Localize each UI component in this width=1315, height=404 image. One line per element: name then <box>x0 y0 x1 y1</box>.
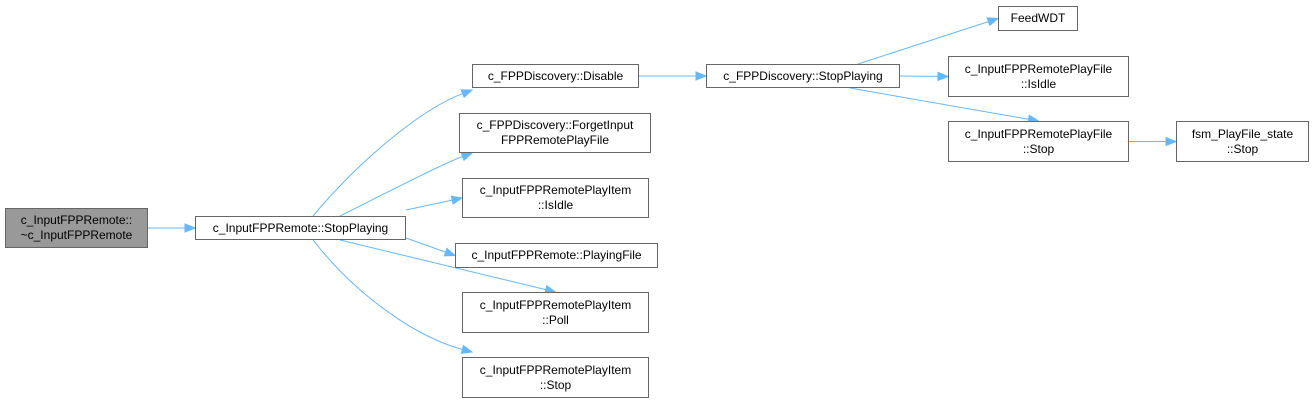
node-file-isidle[interactable]: c_InputFPPRemotePlayFile ::IsIdle <box>948 56 1129 97</box>
edge-stop_playing-to-playing_file <box>405 237 446 253</box>
arrowhead-icon <box>937 71 950 82</box>
node-label-line: ::IsIdle <box>1020 76 1057 91</box>
node-label-line: c_InputFPPRemotePlayItem <box>479 362 632 377</box>
node-disc-disable[interactable]: c_FPPDiscovery::Disable <box>472 64 639 88</box>
node-label-line: c_FPPDiscovery::StopPlaying <box>723 68 883 83</box>
node-label-line: c_FPPDiscovery::Disable <box>487 68 624 83</box>
edge-stop_playing-to-item_poll <box>339 239 546 291</box>
node-label-line: ::Stop <box>1226 141 1259 156</box>
node-label-line: c_InputFPPRemotePlayItem <box>479 297 632 312</box>
edge-disc_stopplaying-to-file_stop <box>849 87 1029 120</box>
node-label-line: c_InputFPPRemote::PlayingFile <box>471 248 642 262</box>
node-root-destructor: c_InputFPPRemote:: ~c_InputFPPRemote <box>5 208 148 248</box>
node-feedwdt[interactable]: FeedWDT <box>998 6 1078 31</box>
edge-disc_stopplaying-to-feedwdt <box>857 21 989 65</box>
arrowhead-icon <box>184 223 197 233</box>
node-label-line: FeedWDT <box>1010 11 1066 25</box>
node-label-line: ::Stop <box>1022 141 1055 156</box>
arrowhead-icon <box>460 89 474 99</box>
node-label-line: c_InputFPPRemotePlayFile <box>964 126 1113 141</box>
arrowhead-icon <box>986 17 1000 27</box>
arrowhead-icon <box>450 195 464 205</box>
arrowhead-icon <box>460 152 474 162</box>
node-fsm-stop[interactable]: fsm_PlayFile_state ::Stop <box>1176 121 1309 162</box>
node-stop-playing[interactable]: c_InputFPPRemote::StopPlaying <box>195 216 406 240</box>
node-playing-file[interactable]: c_InputFPPRemote::PlayingFile <box>455 243 658 268</box>
node-label-line: c_InputFPPRemotePlayItem <box>479 183 632 197</box>
node-disc-forget[interactable]: c_FPPDiscovery::ForgetInput FPPRemotePla… <box>459 113 651 153</box>
node-label-line: FPPRemotePlayFile <box>500 133 610 147</box>
node-label-line: ::IsIdle <box>537 198 574 212</box>
node-label-line: c_InputFPPRemote:: <box>20 213 133 227</box>
node-label-line: c_FPPDiscovery::ForgetInput <box>476 118 634 132</box>
node-label-line: c_InputFPPRemotePlayFile <box>964 61 1113 76</box>
node-label-line: c_InputFPPRemote::StopPlaying <box>212 220 389 235</box>
edge-stop_playing-to-item_stop <box>312 239 463 350</box>
node-label-line: fsm_PlayFile_state <box>1191 126 1294 141</box>
node-item-isidle[interactable]: c_InputFPPRemotePlayItem ::IsIdle <box>462 178 649 218</box>
node-label-line: ::Stop <box>539 377 572 392</box>
node-item-stop[interactable]: c_InputFPPRemotePlayItem ::Stop <box>462 357 649 398</box>
arrowhead-icon <box>1165 136 1178 147</box>
node-label-line: ::Poll <box>542 312 569 327</box>
node-disc-stopplaying[interactable]: c_FPPDiscovery::StopPlaying <box>706 64 900 88</box>
edge-stop_playing-to-disc_disable <box>312 93 463 217</box>
arrowhead-icon <box>695 71 708 81</box>
edge-stop_playing-to-disc_forget <box>339 156 463 217</box>
arrowhead-icon <box>460 344 474 354</box>
edge-stop_playing-to-item_isidle <box>405 199 453 211</box>
node-file-stop[interactable]: c_InputFPPRemotePlayFile ::Stop <box>948 121 1129 162</box>
arrowhead-icon <box>443 247 457 257</box>
node-label-line: ~c_InputFPPRemote <box>20 228 133 242</box>
node-item-poll[interactable]: c_InputFPPRemotePlayItem ::Poll <box>462 292 649 333</box>
